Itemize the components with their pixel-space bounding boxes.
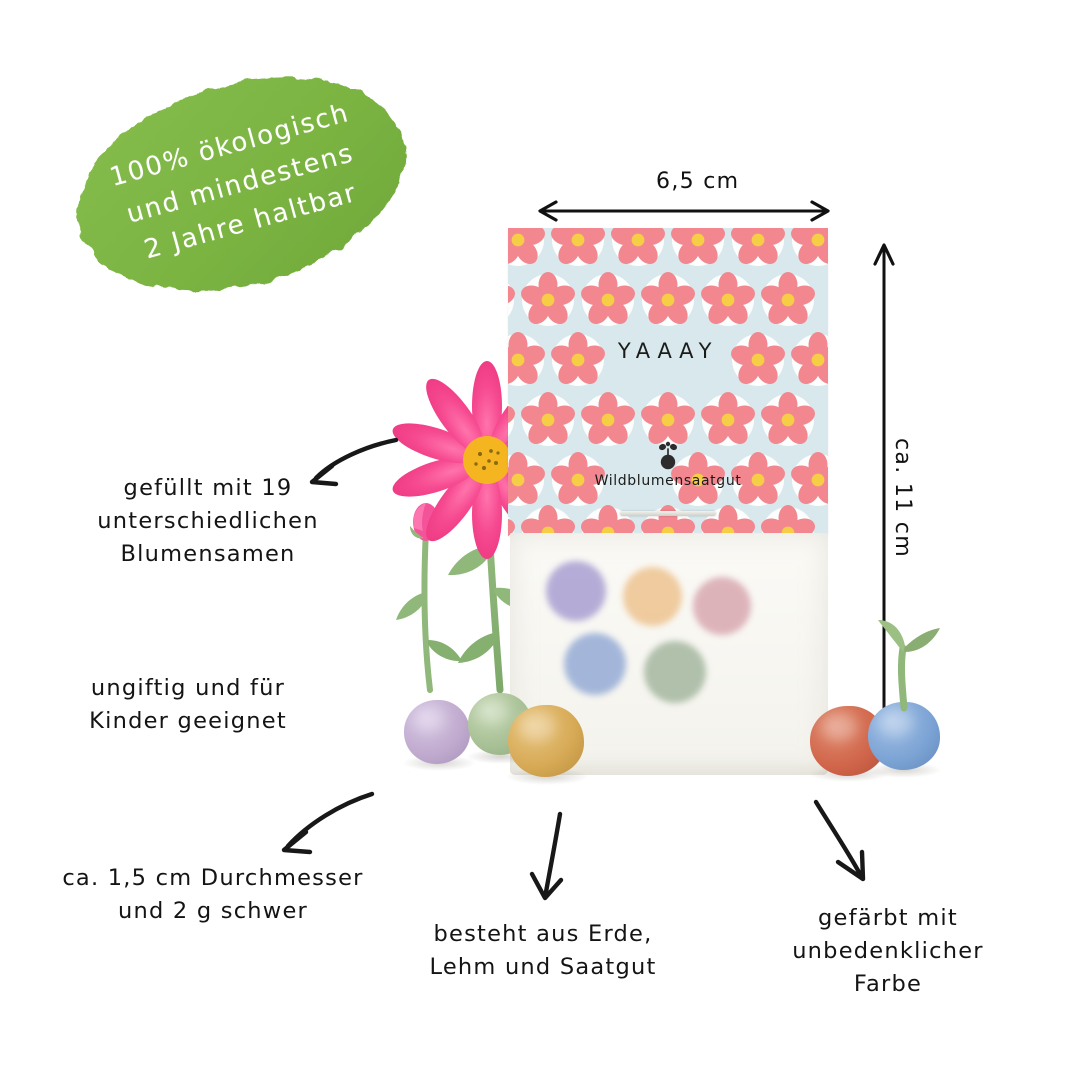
seedball-ochre xyxy=(508,705,584,777)
pellet-purple xyxy=(546,561,606,621)
annotation-coloring-line-1: gefärbt mit xyxy=(818,905,958,931)
seedball-lavender xyxy=(404,700,470,764)
seedball-sprout-logo xyxy=(658,441,678,470)
width-dimension-label: 6,5 cm xyxy=(656,169,740,194)
arrow-to-size-annotation xyxy=(281,791,375,855)
label-brand-name: Wildblumensaatgut xyxy=(594,473,742,489)
arrow-to-color-annotation xyxy=(813,799,866,882)
arrow-to-material-annotation xyxy=(529,811,564,901)
annotation-fill-count: gefüllt mit 19 unterschiedlichen Blumens… xyxy=(68,472,348,571)
pellet-blue xyxy=(564,633,626,695)
blue-seedball-sprout xyxy=(878,620,940,712)
badge-blob-shape xyxy=(77,77,405,291)
annotation-fill-count-line-2: unterschiedlichen xyxy=(97,507,319,534)
annotation-nontoxic-line-1: ungiftig und für xyxy=(90,675,286,701)
package-label-card: YAAAY Wildblumensaatgut xyxy=(508,228,828,536)
seedball-blue-shadow xyxy=(866,762,942,778)
product-package: YAAAY Wildblumensaatgut xyxy=(508,228,858,788)
annotation-material: besteht aus Erde, Lehm und Saatgut xyxy=(408,918,678,984)
pellet-pink xyxy=(693,577,751,635)
annotation-size-weight-line-2: und 2 g schwer xyxy=(117,897,309,924)
annotation-size-weight: ca. 1,5 cm Durchmesser und 2 g schwer xyxy=(48,862,378,928)
width-dimension-arrow xyxy=(538,200,830,222)
annotation-coloring: gefärbt mit unbedenklicher Farbe xyxy=(748,902,1028,1001)
tear-strip xyxy=(620,511,716,516)
seedball-blue xyxy=(868,702,940,770)
annotation-size-weight-line-1: ca. 1,5 cm Durchmesser xyxy=(62,865,364,891)
label-headline: YAAAY xyxy=(617,339,719,363)
annotation-coloring-line-3: Farbe xyxy=(853,970,923,997)
translucent-seed-bag xyxy=(510,533,828,775)
annotation-nontoxic-line-2: Kinder geeignet xyxy=(89,707,287,734)
annotation-nontoxic: ungiftig und für Kinder geeignet xyxy=(48,672,328,738)
annotation-coloring-line-2: unbedenklicher xyxy=(792,937,984,964)
eco-badge: 100% ökologisch und mindestens 2 Jahre h… xyxy=(58,62,423,307)
annotation-fill-count-line-3: Blumensamen xyxy=(120,540,296,567)
flower-pattern xyxy=(508,228,828,536)
annotation-fill-count-line-1: gefüllt mit 19 xyxy=(123,475,293,501)
pellet-peach xyxy=(623,567,682,626)
annotation-material-line-2: Lehm und Saatgut xyxy=(429,953,657,980)
arrow-to-fill-annotation xyxy=(309,437,399,487)
pellet-sage xyxy=(644,641,706,703)
annotation-material-line-1: besteht aus Erde, xyxy=(433,921,653,947)
